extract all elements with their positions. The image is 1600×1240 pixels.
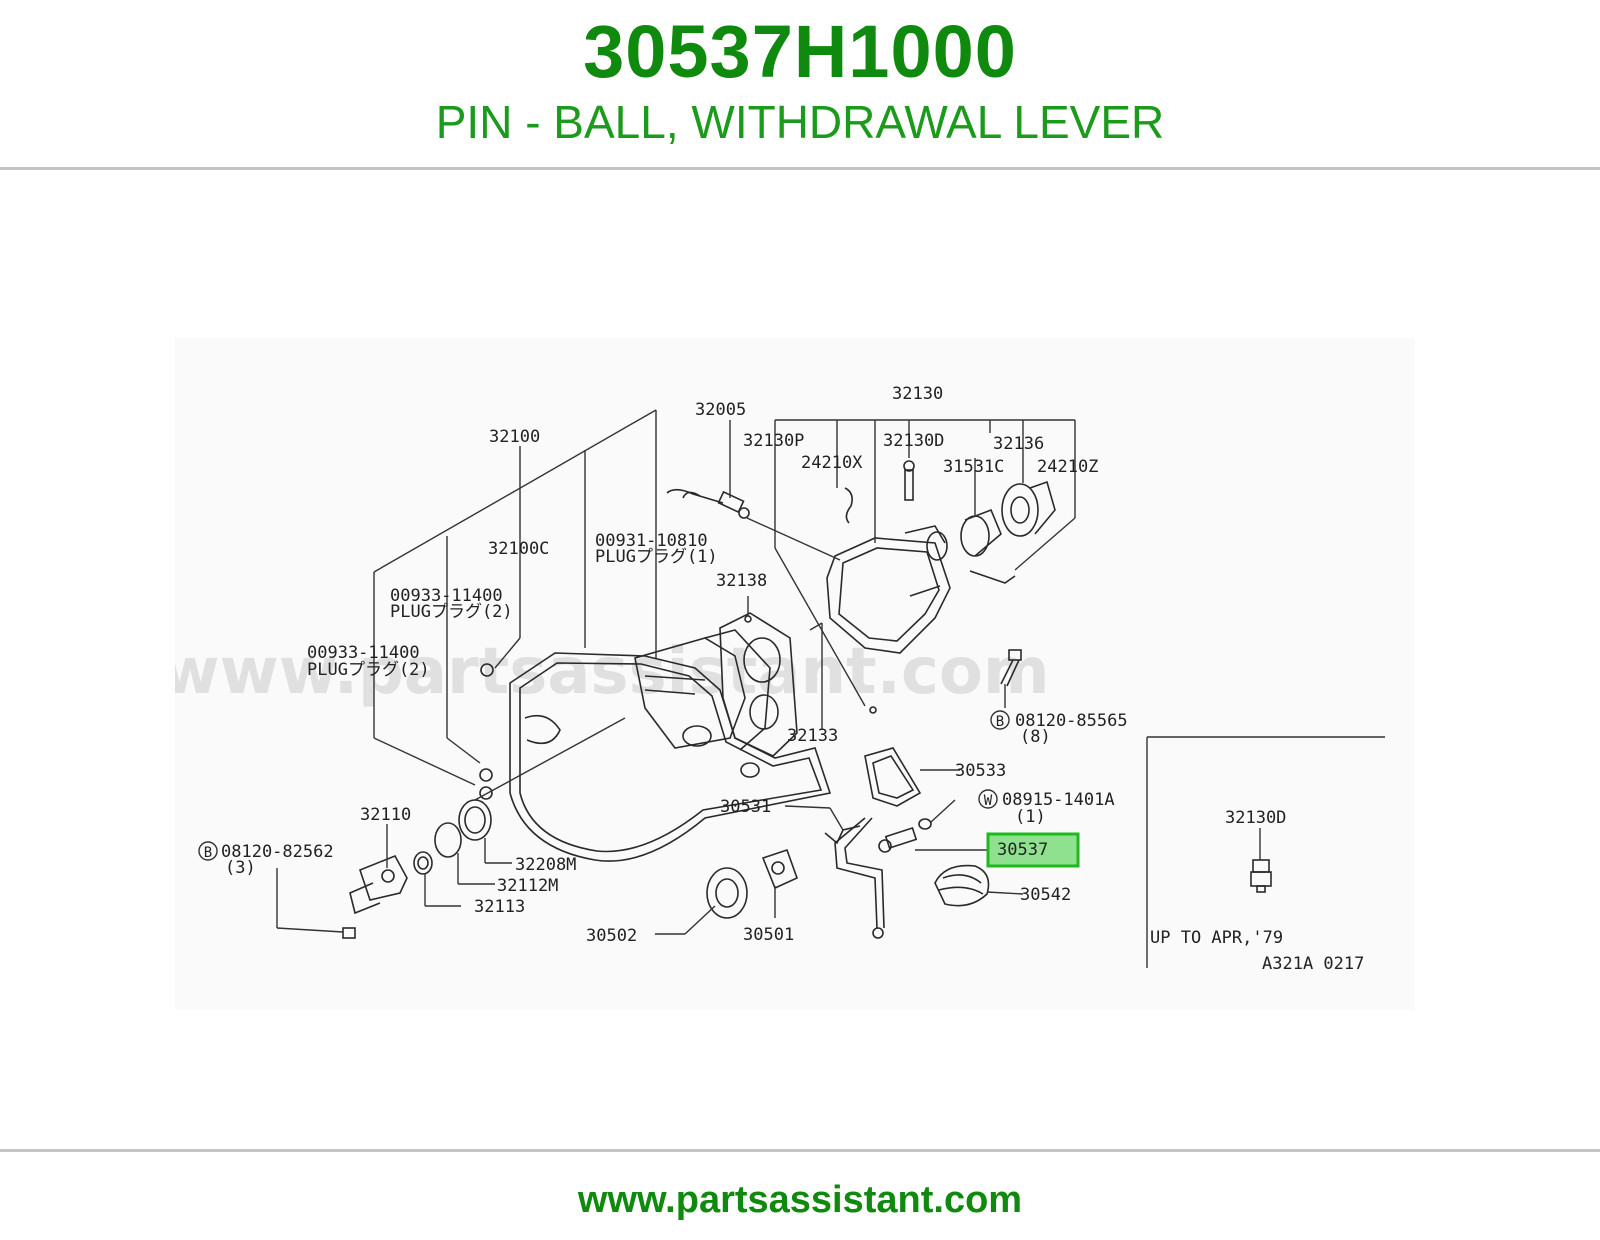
dust-boot-part [934, 864, 990, 907]
harness-24210z-part [969, 570, 1016, 584]
release-bearing-part [706, 848, 799, 919]
label-32005: 32005 [695, 400, 746, 420]
label-32100: 32100 [489, 427, 540, 447]
leader-lines [276, 409, 1385, 968]
label-00931-plug: PLUGプラグ(1) [595, 547, 718, 567]
label-00933-a-plug: PLUGプラグ(2) [390, 602, 513, 622]
label-08915-qty: (1) [1015, 807, 1046, 827]
label-32112m: 32112M [497, 876, 558, 896]
label-08120-82562: 08120-82562 [221, 842, 334, 862]
clip-24210x-part [844, 487, 853, 524]
withdrawal-lever-part [824, 817, 885, 939]
washer-w-letter: W [984, 793, 993, 809]
bolt-b-letter-1: B [996, 714, 1004, 730]
inset-32130d-part [1250, 828, 1272, 893]
label-32130: 32130 [892, 384, 943, 404]
label-inset-note: UP TO APR,'79 [1150, 928, 1283, 948]
retainer-spring-part [864, 747, 922, 807]
label-32138: 32138 [716, 571, 767, 591]
page-header: 30537H1000 PIN - BALL, WITHDRAWAL LEVER [0, 0, 1600, 168]
exploded-view-diagram: www.partsassistant.com [175, 384, 1385, 974]
label-32133: 32133 [787, 726, 838, 746]
label-ref-code: A321A 0217 [1262, 954, 1364, 974]
label-08120-85565-qty: (8) [1020, 727, 1051, 747]
label-32130d: 32130D [883, 431, 944, 451]
label-32100c: 32100C [488, 539, 549, 559]
label-32130p: 32130P [743, 431, 804, 451]
front-cover-part [342, 854, 408, 939]
bolt-b-marker-2 [198, 841, 218, 861]
sensor-part [666, 488, 750, 519]
label-30501: 30501 [743, 925, 794, 945]
label-32208m: 32208M [515, 855, 576, 875]
part-number-title: 30537H1000 [583, 10, 1017, 93]
header-divider [0, 167, 1600, 170]
label-30537-highlighted: 30537 [997, 840, 1048, 860]
label-24210z: 24210Z [1037, 457, 1098, 477]
washer-08915-part [918, 818, 932, 830]
label-00933-b-plug: PLUGプラグ(2) [307, 660, 430, 680]
adapter-plate-part [719, 612, 798, 757]
ball-pin-part [878, 826, 918, 853]
label-32113: 32113 [474, 897, 525, 917]
label-31531c: 31531C [943, 457, 1004, 477]
parts-diagram: www.partsassistant.com [175, 338, 1415, 1010]
clutch-housing-part [479, 629, 832, 862]
label-30542: 30542 [1020, 885, 1071, 905]
label-08120-82562-qty: (3) [225, 858, 256, 878]
part-description: PIN - BALL, WITHDRAWAL LEVER [435, 96, 1165, 148]
label-30533: 30533 [955, 761, 1006, 781]
rear-extension-part [826, 460, 951, 714]
label-00933-b: 00933-11400 [307, 643, 420, 663]
seal-parts [413, 799, 492, 875]
label-24210x: 24210X [801, 453, 863, 473]
watermark-text: www.partsassistant.com [175, 635, 1050, 709]
bolt-08120-85565-part [1000, 649, 1022, 687]
label-08915-1401a: 08915-1401A [1002, 790, 1115, 810]
bolt-b-letter-2: B [204, 845, 212, 861]
label-08120-85565: 08120-85565 [1015, 711, 1128, 731]
label-30531: 30531 [720, 797, 771, 817]
label-30502: 30502 [586, 926, 637, 946]
washer-w-marker [978, 789, 998, 809]
highlighted-part-box [986, 832, 1080, 868]
label-32110: 32110 [360, 805, 411, 825]
label-00933-a: 00933-11400 [390, 586, 503, 606]
label-00931: 00931-10810 [595, 531, 708, 551]
label-32136: 32136 [993, 434, 1044, 454]
label-inset-32130d: 32130D [1225, 808, 1286, 828]
footer-website-link[interactable]: www.partsassistant.com [577, 1179, 1023, 1221]
bolt-b-marker-1 [990, 710, 1010, 730]
footer-divider [0, 1149, 1600, 1152]
